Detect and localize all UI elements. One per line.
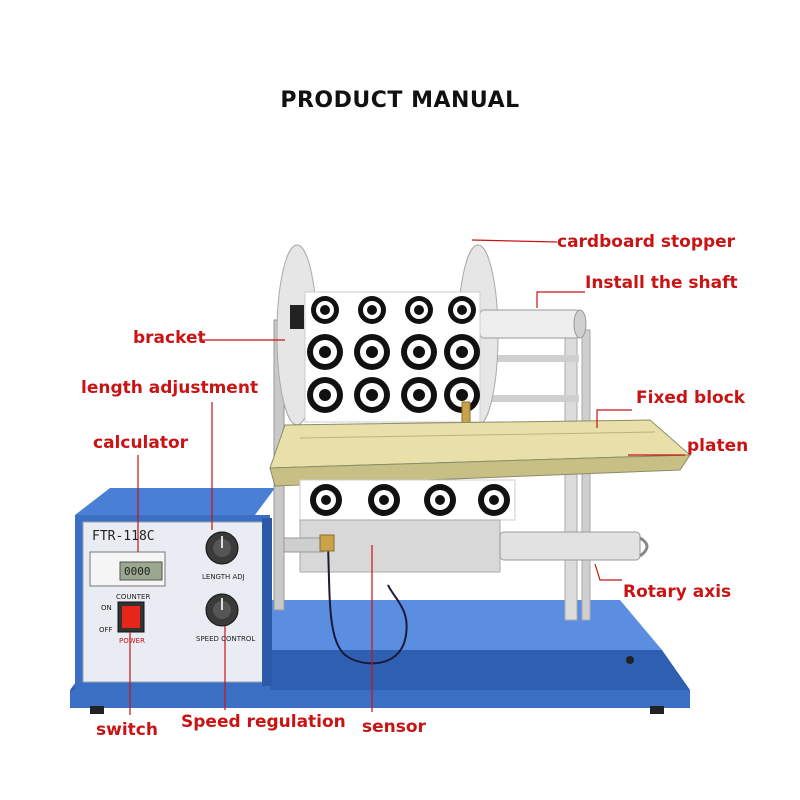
label-calculator: calculator: [93, 433, 189, 453]
switch-off-label: OFF: [99, 626, 113, 634]
leader-fixed-block: [596, 409, 632, 428]
leader-lines: [129, 239, 685, 715]
counter-display-value: 0000: [124, 565, 151, 578]
power-label: POWER: [119, 637, 145, 645]
speed-knob-label: SPEED CONTROL: [196, 635, 256, 643]
label-speed-regulation: Speed regulation: [181, 712, 346, 732]
label-length-adjustment: length adjustment: [81, 378, 259, 398]
switch-on-label: ON: [101, 604, 112, 612]
label-web: [299, 479, 516, 521]
length-adj-knob: [205, 531, 239, 565]
control-box: [75, 488, 275, 690]
label-install-shaft: Install the shaft: [585, 273, 738, 293]
platen: [269, 419, 692, 487]
leader-cardboard-stopper: [471, 239, 558, 243]
label-roll: [304, 291, 481, 423]
sensor-head: [319, 534, 335, 552]
label-bracket: bracket: [133, 328, 206, 348]
label-cardboard-stopper: cardboard stopper: [557, 232, 736, 252]
leader-rotary-axis: [594, 563, 622, 581]
roll-targets: [307, 296, 480, 413]
label-sensor: sensor: [362, 717, 426, 737]
counter-label: COUNTER: [116, 593, 151, 601]
speed-control-knob: [205, 593, 239, 627]
install-shaft: [290, 305, 587, 339]
label-platen: platen: [687, 436, 749, 456]
leader-install-shaft: [536, 291, 585, 308]
label-fixed-block: Fixed block: [636, 388, 746, 408]
power-switch-lamp: [122, 606, 140, 628]
label-switch: switch: [96, 720, 158, 740]
length-knob-label: LENGTH ADJ: [202, 573, 245, 581]
rotary-axis: [283, 519, 649, 573]
label-rotary-axis: Rotary axis: [623, 582, 732, 602]
page-title: PRODUCT MANUAL: [280, 88, 520, 113]
panel-model-label: FTR-118C: [92, 529, 155, 544]
counter-display: [119, 561, 163, 581]
